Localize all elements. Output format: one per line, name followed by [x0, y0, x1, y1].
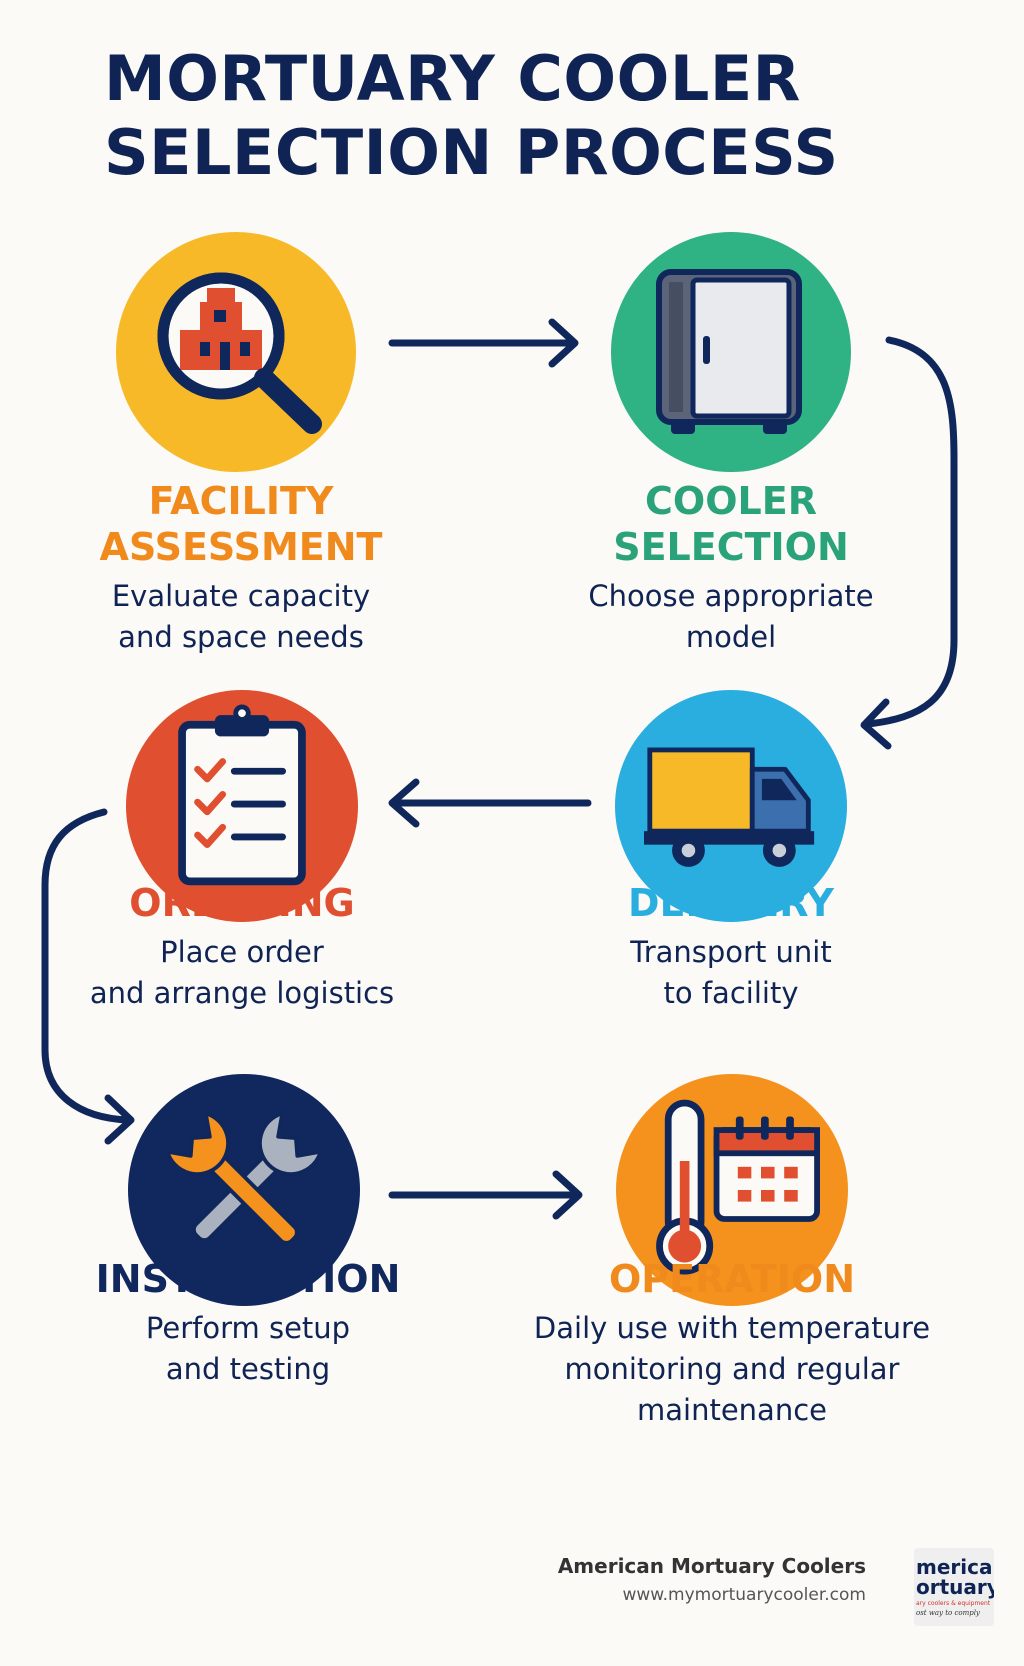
- arrow-delivery-to-ordering: [388, 778, 592, 828]
- step-5-desc-line-1: Perform setup: [145, 1311, 351, 1345]
- step-1-desc-line-1: Evaluate capacity: [111, 579, 371, 613]
- step-3-title-line-1: ORDERING: [129, 881, 355, 925]
- step-operation: OPERATION Daily use with temperature mon…: [512, 1074, 952, 1494]
- step-ordering: ORDERING Place order and arrange logisti…: [32, 690, 452, 1070]
- logo-text-line-2: ortuary: [916, 1575, 994, 1599]
- step-1-title-line-2: ASSESSMENT: [99, 525, 383, 569]
- logo-text-line-4: ost way to comply: [916, 1609, 981, 1617]
- brand-logo-image: merican ortuary ary coolers & equipment …: [914, 1548, 994, 1626]
- step-3-title: ORDERING: [32, 880, 452, 926]
- step-5-desc-line-2: and testing: [165, 1352, 331, 1386]
- step-1-title-line-1: FACILITY: [148, 479, 334, 523]
- step-6-desc-line-1: Daily use with temperature: [533, 1311, 931, 1345]
- step-delivery: DELIVERY Transport unit to facility: [521, 690, 941, 1070]
- delivery-truck-icon: [615, 690, 847, 922]
- step-1-description: Evaluate capacity and space needs: [31, 576, 451, 658]
- step-5-circle: [128, 1074, 360, 1306]
- step-6-desc-line-3: maintenance: [637, 1393, 827, 1427]
- step-4-title-line-1: DELIVERY: [628, 881, 834, 925]
- step-1-title: FACILITY ASSESSMENT: [31, 478, 451, 570]
- clipboard-checklist-icon: [126, 690, 358, 922]
- title-line-2: SELECTION PROCESS: [104, 116, 839, 189]
- arrow-installation-to-operation: [388, 1170, 583, 1220]
- step-6-title-line-1: OPERATION: [609, 1257, 855, 1301]
- step-3-circle: [126, 690, 358, 922]
- step-2-title-line-1: COOLER: [645, 479, 817, 523]
- step-5-description: Perform setup and testing: [38, 1308, 458, 1390]
- step-facility-assessment: FACILITY ASSESSMENT Evaluate capacity an…: [31, 232, 451, 654]
- logo-text-line-1: merican: [916, 1555, 994, 1579]
- step-6-desc-line-2: monitoring and regular: [564, 1352, 900, 1386]
- step-4-circle: [615, 690, 847, 922]
- wrench-tools-icon: [128, 1074, 360, 1306]
- step-4-desc-line-2: to facility: [663, 976, 799, 1010]
- step-2-title: COOLER SELECTION: [521, 478, 941, 570]
- brand-url[interactable]: www.mymortuarycooler.com: [622, 1585, 866, 1605]
- step-6-description: Daily use with temperature monitoring an…: [512, 1308, 952, 1431]
- step-1-desc-line-2: and space needs: [118, 620, 364, 654]
- step-4-description: Transport unit to facility: [521, 932, 941, 1014]
- arrow-selection-to-delivery: [860, 336, 958, 750]
- thermometer-calendar-icon: [616, 1074, 848, 1306]
- brand-logo: merican ortuary ary coolers & equipment …: [914, 1548, 994, 1626]
- magnifying-glass-building-icon: [116, 232, 356, 472]
- title-line-1: MORTUARY COOLER: [104, 42, 801, 115]
- step-4-title: DELIVERY: [521, 880, 941, 926]
- brand-name: American Mortuary Coolers: [557, 1554, 866, 1578]
- step-6-circle: [616, 1074, 848, 1306]
- step-1-circle: [116, 232, 356, 472]
- step-2-desc-line-2: model: [685, 620, 777, 654]
- step-5-title: INSTALLATION: [38, 1256, 458, 1302]
- step-cooler-selection: COOLER SELECTION Choose appropriate mode…: [521, 232, 941, 654]
- footer-brand: American Mortuary Coolers www.mymortuary…: [558, 1552, 866, 1610]
- step-3-description: Place order and arrange logistics: [32, 932, 452, 1014]
- arrow-ordering-to-installation: [41, 808, 135, 1145]
- step-3-desc-line-1: Place order: [160, 935, 324, 969]
- step-4-desc-line-1: Transport unit: [630, 935, 832, 969]
- step-2-desc-line-1: Choose appropriate: [588, 579, 874, 613]
- logo-text-line-3: ary coolers & equipment: [916, 1600, 991, 1607]
- step-6-title: OPERATION: [512, 1256, 952, 1302]
- step-2-circle: [611, 232, 851, 472]
- step-5-title-line-1: INSTALLATION: [95, 1257, 401, 1301]
- page-title: MORTUARY COOLER SELECTION PROCESS: [104, 42, 984, 190]
- step-2-title-line-2: SELECTION: [613, 525, 849, 569]
- step-3-desc-line-2: and arrange logistics: [89, 976, 395, 1010]
- step-2-description: Choose appropriate model: [521, 576, 941, 658]
- arrow-assessment-to-selection: [388, 318, 579, 368]
- cooler-cabinet-icon: [611, 232, 851, 472]
- step-installation: INSTALLATION Perform setup and testing: [38, 1074, 458, 1454]
